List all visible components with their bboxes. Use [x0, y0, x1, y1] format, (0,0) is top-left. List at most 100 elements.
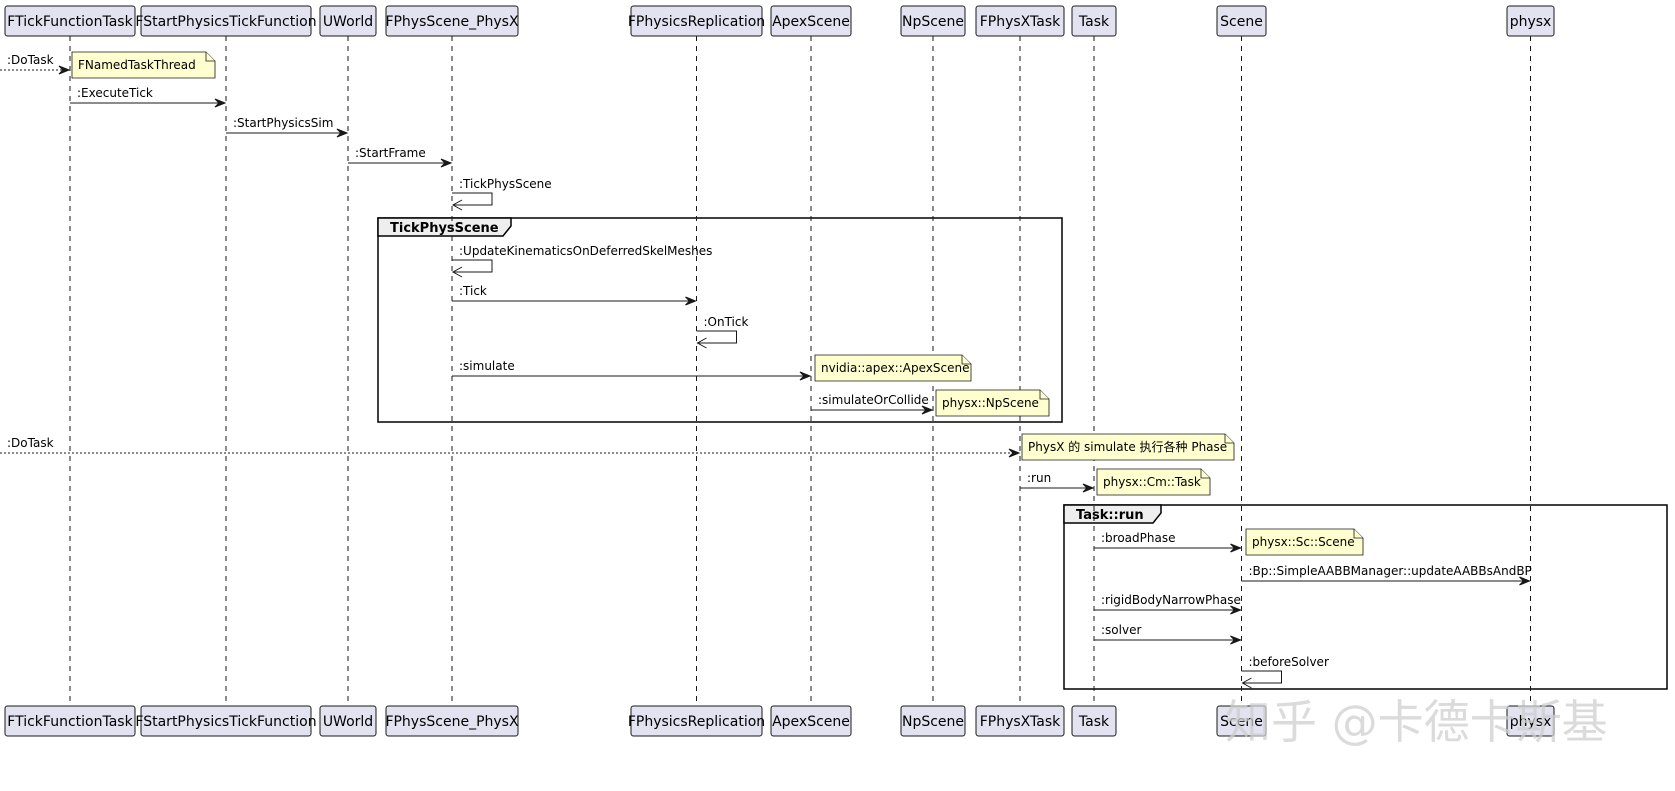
message-6: :Tick	[452, 284, 697, 306]
arrow-head	[1241, 677, 1252, 689]
participant-box	[1216, 5, 1267, 37]
participant-fprep-bottom: FPhysicsReplication	[628, 705, 765, 737]
watermark-text: 知乎 @卡德卡斯基	[1225, 695, 1608, 749]
participant-box	[975, 705, 1065, 737]
note-text: physx::Sc::Scene	[1252, 535, 1355, 549]
note-fold	[1353, 529, 1363, 539]
group-frame-1: Task::run	[1063, 504, 1668, 690]
message-label: :DoTask	[7, 53, 54, 67]
message-label: :OnTick	[704, 315, 749, 329]
note-task: physx::Cm::Task	[1096, 468, 1211, 496]
note-body	[814, 354, 972, 382]
arrow-head	[1008, 448, 1021, 458]
note-scene: physx::Sc::Scene	[1245, 528, 1364, 556]
frame-label: Task::run	[1076, 508, 1144, 523]
message-label: :StartFrame	[355, 146, 426, 160]
participant-box	[1216, 705, 1267, 737]
participant-task-bottom: Task	[1071, 705, 1117, 737]
arrow-head	[336, 128, 349, 138]
message-label: :beforeSolver	[1249, 655, 1329, 669]
participant-box	[4, 705, 136, 737]
arrow-head	[696, 337, 707, 349]
participant-fps-bottom: FPhysScene_PhysX	[385, 705, 519, 737]
message-13: :Bp::SimpleAABBManager::updateAABBsAndBP	[1241, 564, 1532, 586]
message-arrows: :DoTask :ExecuteTick :StartPhysicsSim :Star…	[0, 53, 1532, 689]
note-text: FNamedTaskThread	[78, 58, 196, 72]
note-ftf: FNamedTaskThread	[71, 51, 216, 79]
participant-uworld-bottom: UWorld	[319, 705, 377, 737]
message-8: :simulate	[452, 359, 812, 381]
participant-box	[900, 5, 966, 37]
participant-box	[385, 705, 519, 737]
message-label: :StartPhysicsSim	[233, 116, 333, 130]
note-fold	[1200, 469, 1210, 479]
note-body	[1021, 433, 1235, 461]
note-body	[1245, 528, 1364, 556]
participant-label: physx	[1510, 14, 1552, 30]
participant-box	[630, 5, 763, 37]
participant-apex-bottom: ApexScene	[770, 705, 852, 737]
note-body	[1096, 468, 1211, 496]
message-5: :UpdateKinematicsOnDeferredSkelMeshes	[451, 244, 712, 278]
note-text: physx::NpScene	[942, 396, 1039, 410]
arrow-head	[1230, 543, 1242, 553]
message-3: :StartFrame	[348, 146, 453, 168]
note-text: PhysX 的 simulate 执行各种 Phase	[1028, 439, 1227, 454]
arrow-head	[921, 405, 934, 415]
participant-label: NpScene	[902, 14, 964, 30]
arrow-head	[1082, 483, 1095, 493]
message-10: :DoTask	[0, 436, 1021, 458]
arrow-head	[1519, 576, 1531, 586]
message-15: :solver	[1094, 623, 1242, 645]
group-frame-0: TickPhysScene	[377, 217, 1063, 423]
message-label: :Bp::SimpleAABBManager::updateAABBsAndBP	[1249, 564, 1532, 578]
message-0: :DoTask	[0, 53, 71, 75]
frame-border	[377, 217, 1063, 423]
message-11: :run	[1020, 471, 1095, 493]
note-apex: nvidia::apex::ApexScene	[814, 354, 972, 382]
participant-task-top: Task	[1071, 5, 1117, 37]
frame-label: TickPhysScene	[390, 221, 499, 236]
participant-uworld-top: UWorld	[319, 5, 377, 37]
participant-box	[900, 705, 966, 737]
message-1: :ExecuteTick	[70, 86, 227, 108]
participant-label: FPhysScene_PhysX	[385, 14, 519, 30]
message-label: :ExecuteTick	[77, 86, 153, 100]
participant-label: Task	[1078, 14, 1110, 30]
message-16: :beforeSolver	[1241, 655, 1329, 689]
note-fold	[1224, 434, 1234, 444]
frame-border	[1063, 504, 1668, 690]
participant-label: FPhysXTask	[980, 14, 1061, 30]
participant-label: FPhysXTask	[980, 714, 1061, 730]
message-2: :StartPhysicsSim	[226, 116, 349, 138]
note-fold	[961, 355, 971, 365]
participant-label: FPhysicsReplication	[628, 714, 765, 730]
note-fold	[205, 52, 215, 62]
note-fold	[1039, 390, 1049, 400]
participant-box	[385, 5, 519, 37]
participant-np-bottom: NpScene	[900, 705, 966, 737]
participant-np-top: NpScene	[900, 5, 966, 37]
participant-fps-top: FPhysScene_PhysX	[385, 5, 519, 37]
message-label: :broadPhase	[1101, 531, 1175, 545]
message-label: :simulate	[459, 359, 515, 373]
participant-fsptf-bottom: FStartPhysicsTickFunction	[135, 705, 317, 737]
message-12: :broadPhase	[1094, 531, 1242, 553]
message-label: :solver	[1101, 623, 1141, 637]
participant-label: FTickFunctionTask	[7, 14, 133, 30]
participant-physx-bottom: physx	[1506, 705, 1555, 737]
participant-box	[770, 705, 852, 737]
arrow-head	[440, 158, 453, 168]
participant-apex-top: ApexScene	[770, 5, 852, 37]
participant-box	[1071, 705, 1117, 737]
message-label: :run	[1027, 471, 1051, 485]
participant-label: NpScene	[902, 714, 964, 730]
participant-box	[630, 705, 763, 737]
arrow-head	[58, 65, 71, 75]
participant-box	[319, 705, 377, 737]
message-label: :TickPhysScene	[459, 177, 552, 191]
self-arrow-line	[696, 330, 737, 344]
participant-label: Scene	[1220, 14, 1263, 30]
self-arrow-line	[452, 192, 493, 206]
